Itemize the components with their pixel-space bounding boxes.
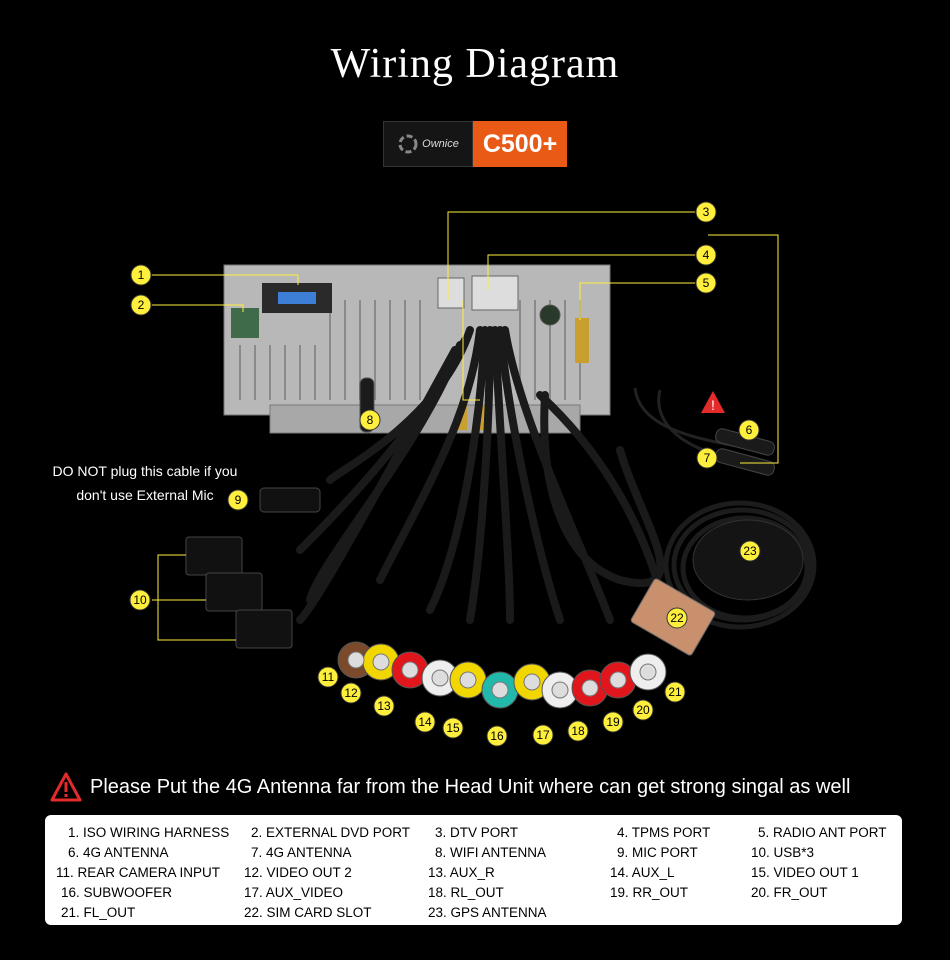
- svg-text:6: 6: [746, 423, 753, 437]
- svg-text:17: 17: [536, 728, 550, 742]
- callout-20: 20: [632, 699, 654, 721]
- callout-17: 17: [532, 724, 554, 746]
- legend-item: 4. TPMS PORT: [617, 825, 711, 840]
- callout-11: 11: [317, 666, 339, 688]
- callout-13: 13: [373, 695, 395, 717]
- svg-text:10: 10: [133, 593, 147, 607]
- legend-item: 21. FL_OUT: [61, 905, 136, 920]
- callout-4: 4: [695, 244, 717, 266]
- callout-8: 8: [359, 409, 381, 431]
- legend-item: 3. DTV PORT: [435, 825, 519, 840]
- svg-text:18: 18: [571, 724, 585, 738]
- ownice-logo: Ownice: [383, 121, 473, 167]
- brand-name: Ownice: [422, 138, 459, 150]
- callout-14: 14: [414, 711, 436, 733]
- usb-cables: [185, 536, 293, 649]
- svg-text:15: 15: [446, 721, 460, 735]
- callout-10: 10: [129, 589, 151, 611]
- warning-icon: [701, 391, 725, 413]
- svg-text:23: 23: [743, 544, 757, 558]
- mic-note-line-2: don't use External Mic: [76, 487, 214, 503]
- legend-item: 8. WIFI ANTENNA: [435, 845, 547, 860]
- legend-item: 12. VIDEO OUT 2: [244, 865, 352, 880]
- legend-item: 11. REAR CAMERA INPUT: [56, 865, 221, 880]
- legend-item: 23. GPS ANTENNA: [428, 905, 547, 920]
- mic-warning-note: DO NOT plug this cable if you don't use …: [30, 459, 260, 507]
- svg-text:14: 14: [418, 715, 432, 729]
- svg-text:1: 1: [138, 268, 145, 282]
- cable-bundle: [296, 326, 665, 624]
- callout-12: 12: [340, 682, 362, 704]
- legend-item: 14. AUX_L: [610, 865, 675, 880]
- svg-text:22: 22: [670, 611, 684, 625]
- warning-icon: [50, 772, 82, 802]
- legend-item: 7. 4G ANTENNA: [251, 845, 352, 860]
- legend-item: 9. MIC PORT: [617, 845, 698, 860]
- legend-item: 1. ISO WIRING HARNESS: [68, 825, 230, 840]
- callout-21: 21: [664, 681, 686, 703]
- legend-item: 18. RL_OUT: [428, 885, 504, 900]
- svg-text:!: !: [711, 397, 715, 413]
- svg-text:16: 16: [490, 729, 504, 743]
- svg-text:3: 3: [703, 205, 710, 219]
- svg-text:13: 13: [377, 699, 391, 713]
- legend-item: 10. USB*3: [751, 845, 815, 860]
- callout-23: 23: [739, 540, 761, 562]
- callout-9: 9: [227, 489, 249, 511]
- legend-item: 16. SUBWOOFER: [61, 885, 173, 900]
- mic-note-line-1: DO NOT plug this cable if you: [52, 463, 238, 479]
- svg-text:20: 20: [636, 703, 650, 717]
- legend-item: 20. FR_OUT: [751, 885, 828, 900]
- legend-item: 13. AUX_R: [428, 865, 495, 880]
- svg-text:12: 12: [344, 686, 358, 700]
- brand-logo: Ownice C500+: [383, 121, 567, 167]
- page-title: Wiring Diagram: [330, 41, 620, 87]
- legend-item: 19. RR_OUT: [610, 885, 689, 900]
- svg-text:19: 19: [606, 715, 620, 729]
- callout-3: 3: [695, 201, 717, 223]
- callout-1: 1: [130, 264, 152, 286]
- legend-item: 17. AUX_VIDEO: [244, 885, 344, 900]
- legend-item: 2. EXTERNAL DVD PORT: [251, 825, 411, 840]
- callout-15: 15: [442, 717, 464, 739]
- svg-text:21: 21: [668, 685, 682, 699]
- rca-connectors: [337, 641, 667, 709]
- port-legend: 1. ISO WIRING HARNESS 2. EXTERNAL DVD PO…: [45, 815, 902, 925]
- ownice-swirl-icon: [398, 134, 418, 154]
- dvd-port: [231, 308, 259, 338]
- mic-cable: [259, 487, 321, 513]
- callout-19: 19: [602, 711, 624, 733]
- svg-text:7: 7: [704, 451, 711, 465]
- callout-22: 22: [666, 607, 688, 629]
- legend-item: 22. SIM CARD SLOT: [244, 905, 372, 920]
- callout-lines: [152, 211, 779, 641]
- svg-text:9: 9: [235, 493, 242, 507]
- antenna-notice: Please Put the 4G Antenna far from the H…: [50, 772, 850, 802]
- callout-markers: 1 2 3 4 5 6 7 8 9 10 11 12 13 14 15 16 1…: [129, 201, 761, 747]
- model-badge: C500+: [473, 121, 567, 167]
- callout-6: 6: [738, 419, 760, 441]
- callout-2: 2: [130, 294, 152, 316]
- legend-item: 15. VIDEO OUT 1: [751, 865, 859, 880]
- svg-text:4: 4: [703, 248, 710, 262]
- legend-item: 6. 4G ANTENNA: [68, 845, 169, 860]
- callout-16: 16: [486, 725, 508, 747]
- svg-text:11: 11: [322, 670, 335, 684]
- legend-item: 5. RADIO ANT PORT: [758, 825, 887, 840]
- callout-5: 5: [695, 272, 717, 294]
- callout-18: 18: [567, 720, 589, 742]
- radio-ant-connector: [575, 318, 589, 363]
- svg-text:5: 5: [703, 276, 710, 290]
- svg-text:2: 2: [138, 298, 145, 312]
- callout-7: 7: [696, 447, 718, 469]
- gps-cable-coil: [663, 500, 817, 630]
- svg-text:8: 8: [367, 413, 374, 427]
- notice-text: Please Put the 4G Antenna far from the H…: [90, 775, 851, 798]
